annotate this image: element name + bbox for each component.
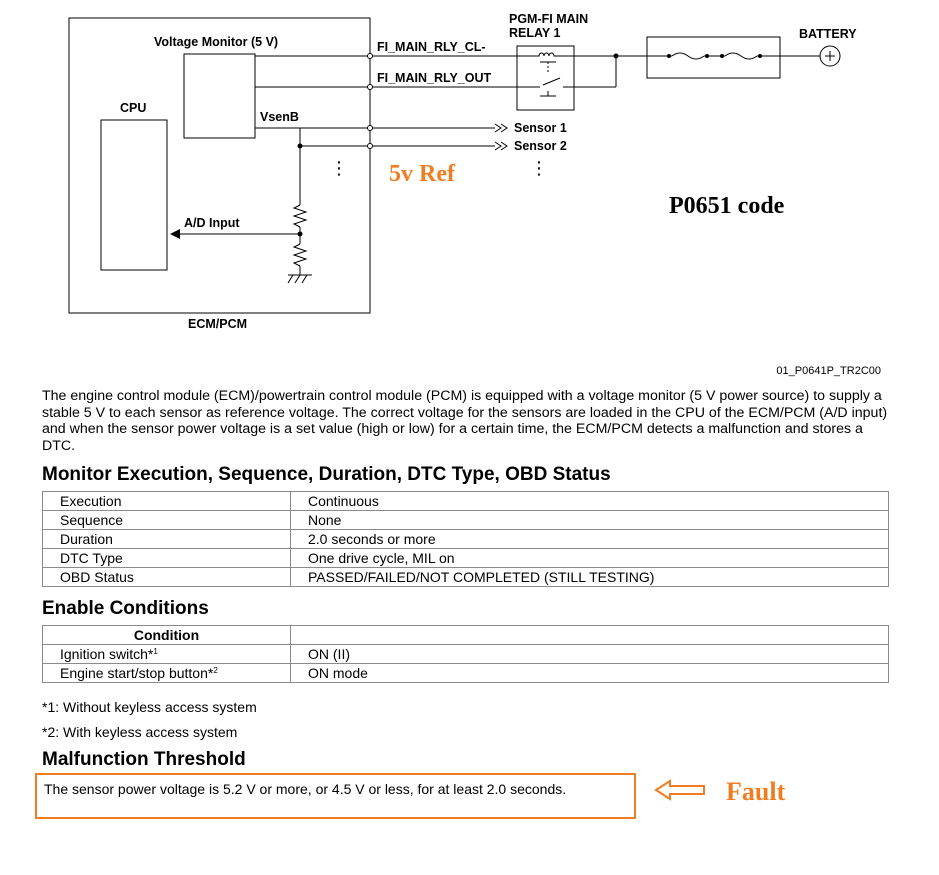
battery-label: BATTERY — [799, 27, 857, 41]
connector-pin-out — [367, 84, 373, 90]
fault-annotation: Fault — [726, 777, 786, 806]
relay-label-line1: PGM-FI MAIN — [509, 12, 588, 26]
row-value: PASSED/FAILED/NOT COMPLETED (STILL TESTI… — [290, 567, 889, 587]
condition-label-text: Engine start/stop button* — [60, 664, 214, 681]
condition-label-text: Ignition switch* — [60, 645, 154, 662]
resistor-upper — [292, 204, 308, 228]
connector-pin-sensor2 — [367, 143, 373, 149]
vsenb-label: VsenB — [260, 110, 299, 124]
table-header-row: Condition — [42, 625, 889, 645]
condition-label: Ignition switch*1 — [42, 644, 291, 664]
figure-id: 01_P0641P_TR2C00 — [776, 365, 881, 377]
threshold-heading: Malfunction Threshold — [42, 749, 246, 770]
ref-annotation: 5v Ref — [389, 161, 456, 187]
ad-input-arrow — [170, 229, 180, 239]
row-label: Duration — [42, 529, 291, 549]
row-value: Continuous — [290, 491, 889, 511]
code-annotation: P0651 code — [669, 193, 785, 219]
wire-out-label: FI_MAIN_RLY_OUT — [377, 71, 492, 85]
row-label: DTC Type — [42, 548, 291, 568]
row-label: Sequence — [42, 510, 291, 530]
voltage-monitor-box — [183, 53, 256, 139]
row-value: 2.0 seconds or more — [290, 529, 889, 549]
ecm-pcm-label: ECM/PCM — [188, 317, 247, 331]
enable-heading: Enable Conditions — [42, 598, 209, 619]
footnote-2: *2: With keyless access system — [42, 724, 238, 740]
wire-cl-label: FI_MAIN_RLY_CL- — [377, 40, 486, 54]
cpu-box — [100, 119, 168, 271]
row-value: One drive cycle, MIL on — [290, 548, 889, 568]
ad-input-label: A/D Input — [184, 216, 240, 230]
row-value: None — [290, 510, 889, 530]
vertical-dots-left: ⋮ — [330, 158, 348, 178]
row-label: OBD Status — [42, 567, 291, 587]
fuse-symbol-2 — [724, 52, 758, 60]
footnote-1: *1: Without keyless access system — [42, 699, 257, 715]
circuit-diagram: Voltage Monitor (5 V) CPU VsenB A/D Inpu… — [68, 12, 857, 331]
intro-paragraph: The engine control module (ECM)/powertra… — [42, 388, 888, 454]
resistor-lower — [292, 243, 308, 267]
footnote-marker: 2 — [213, 665, 218, 675]
row-label: Execution — [42, 491, 291, 511]
battery-terminal — [819, 45, 841, 67]
fuse-symbol-1 — [671, 52, 705, 60]
relay-coil — [535, 52, 558, 57]
condition-value: ON (II) — [290, 644, 889, 664]
fault-callout: Fault — [654, 777, 786, 806]
threshold-text: The sensor power voltage is 5.2 V or mor… — [44, 781, 567, 797]
condition-label: Engine start/stop button*2 — [42, 663, 291, 683]
footnote-marker: 1 — [153, 646, 158, 656]
connector-pin-sensor1 — [367, 125, 373, 131]
threshold-box: The sensor power voltage is 5.2 V or mor… — [35, 773, 636, 819]
vertical-dots-right: ⋮ — [530, 158, 548, 178]
fuse-box — [646, 36, 781, 79]
sensor-1-label: Sensor 1 — [514, 121, 567, 135]
ecm-pcm-box — [68, 17, 371, 314]
cpu-label: CPU — [120, 101, 146, 115]
voltage-monitor-label: Voltage Monitor (5 V) — [154, 35, 278, 49]
sensor-2-label: Sensor 2 — [514, 139, 567, 153]
relay-box — [516, 45, 575, 111]
condition-column-header: Condition — [42, 625, 291, 645]
relay-contact — [542, 77, 561, 86]
relay-label-line2: RELAY 1 — [509, 26, 560, 40]
empty-column-header — [290, 625, 889, 645]
connector-pin-cl — [367, 53, 373, 59]
monitor-heading: Monitor Execution, Sequence, Duration, D… — [42, 464, 611, 485]
left-arrow-icon — [654, 779, 705, 801]
condition-value: ON mode — [290, 663, 889, 683]
